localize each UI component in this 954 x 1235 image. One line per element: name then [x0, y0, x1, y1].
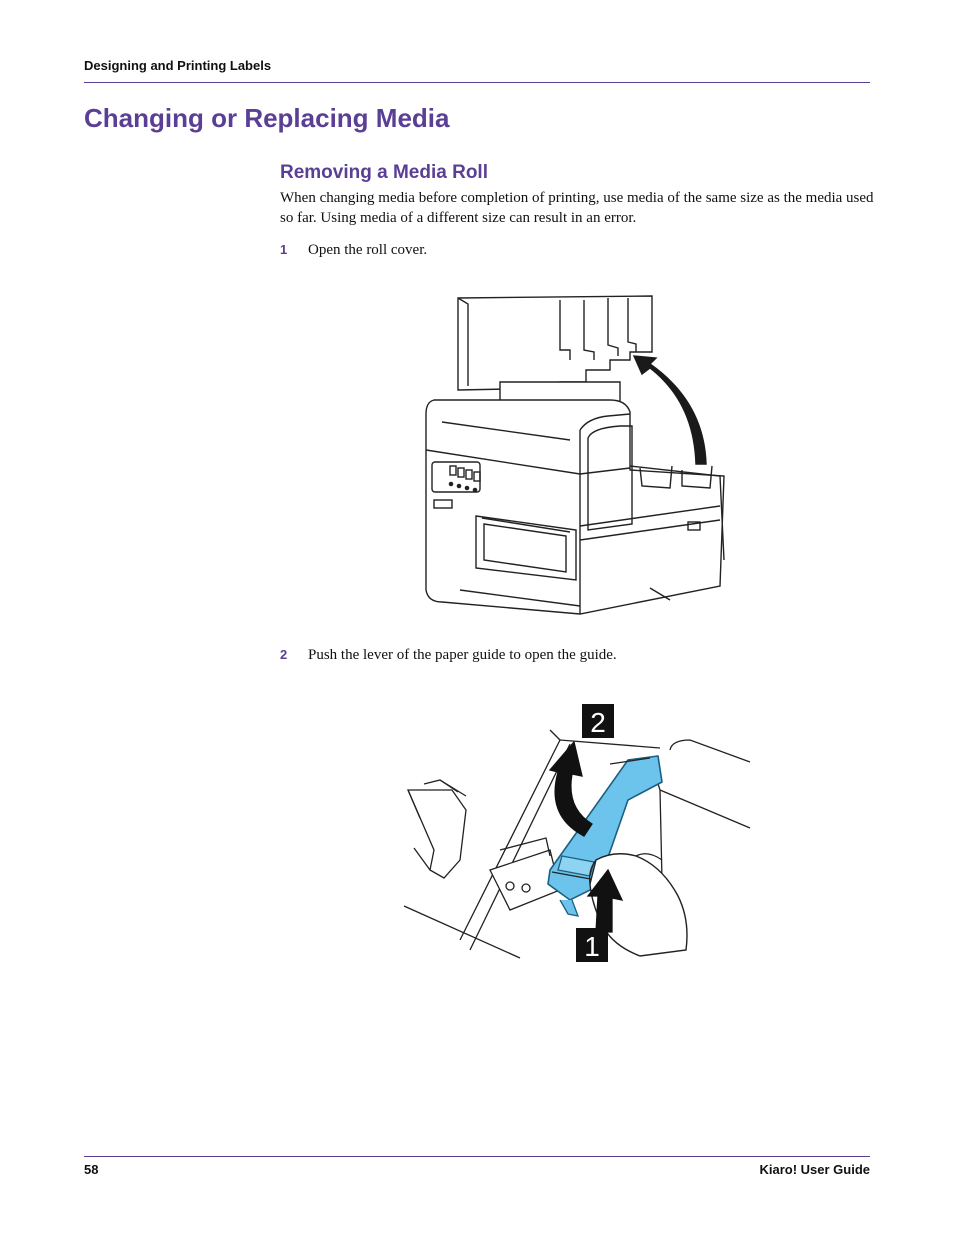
callout-1-label: 1	[584, 931, 600, 962]
section-intro: When changing media before completion of…	[280, 190, 874, 226]
running-head: Designing and Printing Labels	[84, 58, 272, 73]
step-2: 2 Push the lever of the paper guide to op…	[280, 645, 617, 665]
callout-2-box	[582, 704, 614, 738]
section-title: Removing a Media Roll	[280, 162, 488, 183]
header-rule	[84, 82, 870, 83]
step-text: Push the lever of the paper guide to ope…	[308, 647, 617, 663]
page-number: 58	[84, 1162, 99, 1177]
paper-guide-lever-illustration: 2 1	[403, 704, 751, 962]
step-number: 1	[280, 242, 288, 257]
step-1: 1 Open the roll cover.	[280, 240, 427, 260]
step-number: 2	[280, 647, 288, 662]
footer-rule	[84, 1156, 870, 1157]
printer-roll-cover-illustration	[425, 295, 725, 615]
callout-1-box	[576, 928, 608, 962]
callout-2-label: 2	[590, 707, 606, 738]
guide-title: Kiaro! User Guide	[759, 1162, 870, 1177]
step-text: Open the roll cover.	[308, 242, 428, 258]
page-title: Changing or Replacing Media	[84, 103, 450, 133]
